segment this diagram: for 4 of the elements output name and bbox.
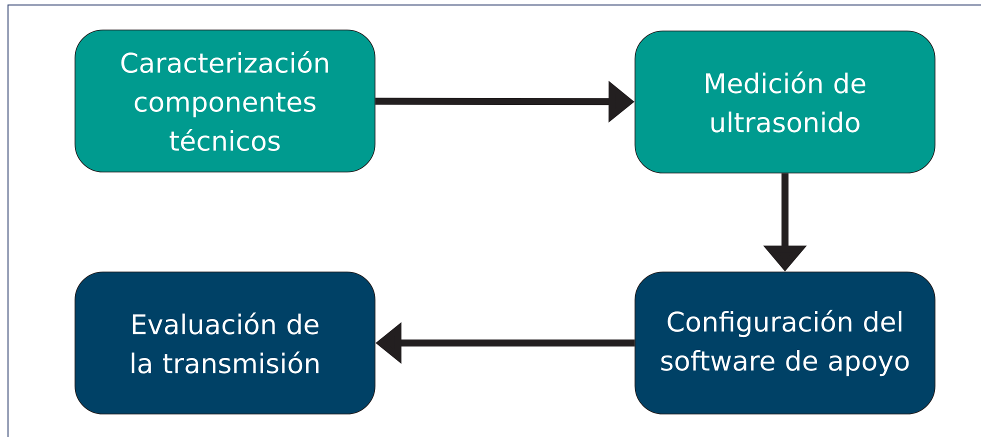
process-box: Configuración del software de apoyo: [634, 272, 936, 414]
process-box: Evaluación de la transmisión: [74, 272, 376, 414]
process-box: Caracterización componentes técnicos: [74, 30, 376, 172]
process-box: Medición de ultrasonido: [634, 30, 936, 174]
